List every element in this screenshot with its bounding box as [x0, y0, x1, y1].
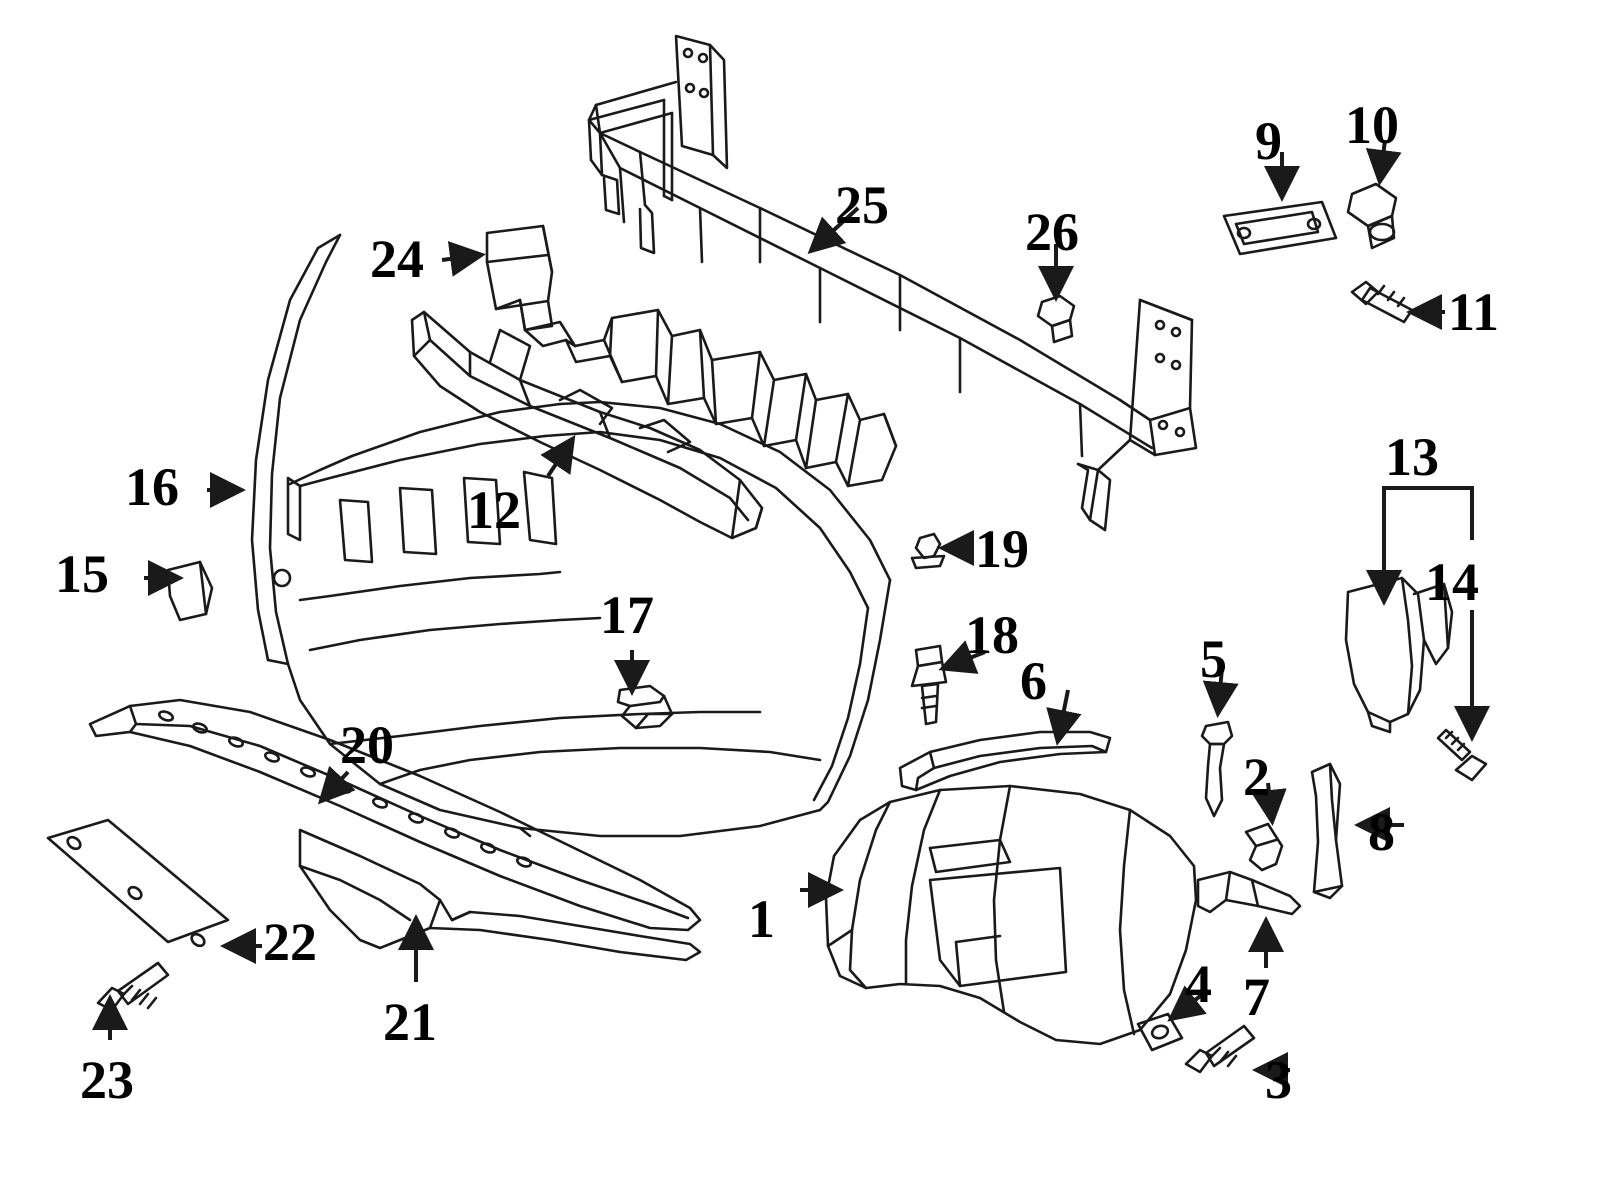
callout-12: 12 [467, 480, 521, 540]
part-17-retainer-bracket [616, 684, 674, 730]
part-13-air-deflector [1344, 576, 1454, 734]
callout-4: 4 [1185, 954, 1212, 1014]
callout-1: 1 [748, 889, 775, 949]
part-3-screw [1184, 1024, 1256, 1074]
part-4-clip-nut [1136, 1012, 1184, 1052]
leader-2 [1250, 782, 1287, 826]
callout-13: 13 [1385, 427, 1439, 487]
part-14-screw [1436, 728, 1488, 782]
part-20-lower-valance [88, 698, 702, 932]
leader-4 [1167, 985, 1210, 1022]
callout-20: 20 [340, 715, 394, 775]
callout-14: 14 [1425, 552, 1479, 612]
callout-3: 3 [1265, 1050, 1292, 1110]
callout-24: 24 [370, 229, 424, 289]
part-15-end-clip [166, 560, 214, 622]
leader-25 [807, 206, 860, 255]
part-1-bumper-corner [824, 784, 1198, 1046]
part-12-upper-absorber-panel [410, 310, 764, 540]
part-19-push-clip [910, 532, 946, 570]
callout-10: 10 [1345, 95, 1399, 155]
callout-26: 26 [1025, 202, 1079, 262]
callout-18: 18 [965, 605, 1019, 665]
part-9-tow-cover-plate [1222, 200, 1338, 256]
part-25-reinforcement-beam [587, 34, 1198, 532]
callout-21: 21 [383, 992, 437, 1052]
callout-6: 6 [1020, 651, 1047, 711]
leader-20 [317, 765, 356, 805]
callout-8: 8 [1368, 802, 1395, 862]
callout-17: 17 [600, 585, 654, 645]
callout-5: 5 [1200, 629, 1227, 689]
callout-9: 9 [1255, 111, 1282, 171]
leader-18 [938, 640, 986, 674]
leader-12 [540, 435, 576, 478]
callout-2: 2 [1243, 747, 1270, 807]
callout-25: 25 [835, 175, 889, 235]
leader-6 [1046, 689, 1082, 746]
callout-11: 11 [1448, 282, 1500, 342]
part-5-rivet-pin [1200, 720, 1234, 818]
part-6-reinforcement-strip [898, 730, 1112, 792]
part-16-bumper-cover-main [250, 233, 892, 838]
part-7-bracket-angled [1196, 870, 1302, 916]
callout-16: 16 [125, 457, 179, 517]
part-11-tapping-screw [1350, 280, 1414, 324]
callout-23: 23 [80, 1050, 134, 1110]
leader-5 [1202, 667, 1239, 718]
callout-19: 19 [975, 519, 1029, 579]
callout-7: 7 [1243, 967, 1270, 1027]
callout-15: 15 [55, 544, 109, 604]
leader-24 [441, 241, 486, 277]
part-22-license-plate-bracket [46, 818, 230, 948]
part-lower-crash-structure [523, 308, 898, 488]
callout-22: 22 [263, 912, 317, 972]
part-2-small-bracket [1244, 822, 1284, 872]
leader-13-bracket [1382, 486, 1474, 540]
leader-10 [1365, 139, 1402, 186]
part-8-side-bracket [1310, 762, 1344, 900]
